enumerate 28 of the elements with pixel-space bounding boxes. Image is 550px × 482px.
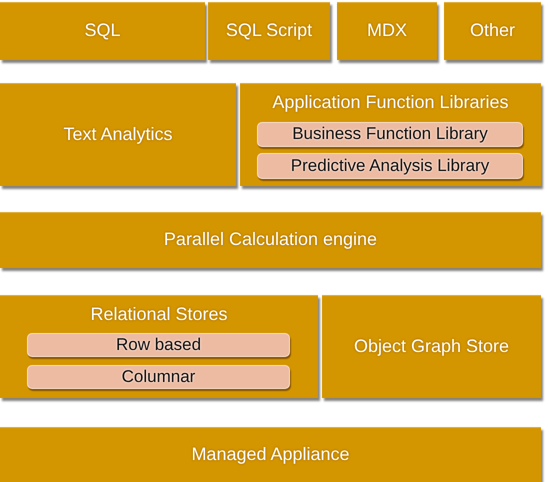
box-label: SQL	[83, 19, 122, 41]
box-label: Object Graph Store	[352, 334, 510, 356]
layer-box	[337, 2, 437, 60]
layer-box	[208, 2, 330, 60]
box-label: SQL Script	[224, 19, 314, 41]
box-label: Parallel Calculation engine	[162, 228, 378, 250]
layer-box	[0, 2, 205, 60]
layer-box	[0, 427, 541, 482]
box-label: Other	[468, 19, 516, 41]
box-label: MDX	[366, 19, 408, 41]
layer-box	[322, 295, 541, 398]
box-label: Text Analytics	[62, 122, 174, 144]
box-label: Row based	[114, 334, 202, 354]
layer-box	[0, 212, 541, 268]
layer-box	[240, 83, 541, 186]
library-box	[257, 122, 523, 147]
box-label: Managed Appliance	[190, 443, 351, 465]
group-heading: Relational Stores	[89, 303, 229, 325]
layer-box	[0, 83, 236, 186]
library-box	[27, 333, 290, 357]
box-label: Columnar	[120, 366, 196, 386]
box-label: Predictive Analysis Library	[290, 154, 490, 176]
layer-box	[0, 295, 318, 398]
group-heading: Application Function Libraries	[271, 91, 510, 113]
box-label: Business Function Library	[291, 123, 489, 144]
layer-box	[444, 2, 541, 60]
library-box	[27, 365, 290, 389]
library-box	[257, 153, 523, 179]
